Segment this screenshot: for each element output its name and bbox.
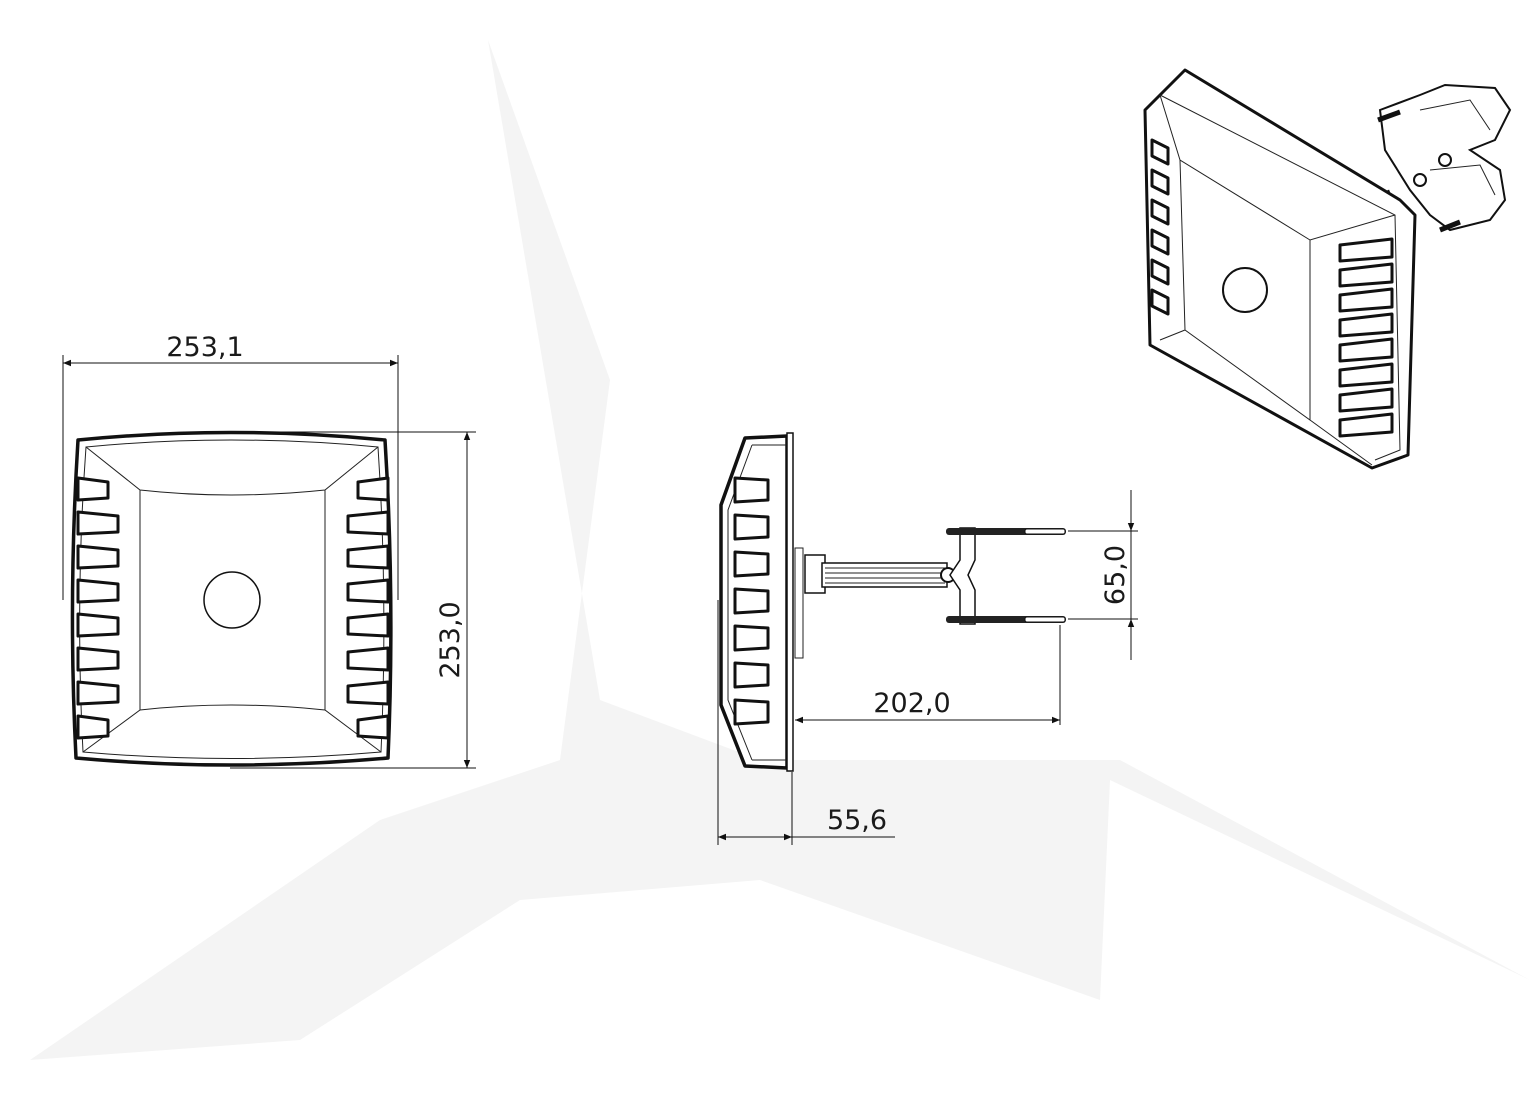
vent-slot [1338, 312, 1394, 338]
vent-slot [1150, 258, 1170, 286]
center-indicator-circle [203, 571, 261, 629]
vent-slot [1150, 228, 1170, 256]
vent-slot [733, 698, 770, 726]
side-view [719, 432, 1066, 772]
vent-slot [733, 661, 770, 689]
bolt-spacing-label: 65,0 [1100, 545, 1131, 605]
vent-slot [1150, 198, 1170, 226]
body-depth-label: 55,6 [827, 805, 887, 836]
vent-slot [76, 714, 110, 740]
vent-slot [76, 680, 120, 706]
vent-slot [76, 544, 120, 570]
vent-slot [733, 624, 770, 652]
vent-slot [1338, 262, 1394, 288]
front-view [70, 430, 393, 767]
watermark-logo [30, 40, 1530, 1060]
vent-slot [733, 587, 770, 615]
vent-slot [76, 510, 120, 536]
vent-slot [1150, 168, 1170, 196]
vent-slot [1338, 237, 1394, 263]
vent-slot [76, 646, 120, 672]
vent-slot [346, 612, 390, 638]
mount-depth-dimension: 202,0 [795, 625, 1061, 725]
body-depth-dimension: 55,6 [717, 600, 895, 845]
vent-slot [1150, 288, 1170, 316]
vent-slot [733, 476, 770, 504]
front-height-label: 253,0 [435, 601, 466, 678]
vent-slot [1338, 387, 1394, 413]
front-width-label: 253,1 [166, 332, 243, 363]
vent-slot [76, 578, 120, 604]
vent-slot [76, 612, 120, 638]
vent-slot [356, 476, 390, 502]
mount-depth-label: 202,0 [873, 688, 950, 719]
vent-slot [356, 714, 390, 740]
vent-slot [346, 578, 390, 604]
vent-slot [1338, 287, 1394, 313]
vent-slot [733, 513, 770, 541]
vent-slot [346, 544, 390, 570]
vent-slot [1150, 138, 1170, 166]
isometric-view [1143, 68, 1512, 470]
front-height-dimension: 253,0 [230, 431, 476, 769]
vent-slot [1338, 337, 1394, 363]
vent-slot [733, 550, 770, 578]
vent-slot [346, 646, 390, 672]
bolt-spacing-dimension: 65,0 [1068, 490, 1138, 660]
vent-slot [346, 680, 390, 706]
vent-slot [1338, 412, 1394, 438]
vent-slot [1338, 362, 1394, 388]
vent-slot [76, 476, 110, 502]
front-width-dimension: 253,1 [62, 332, 399, 600]
vent-slot [346, 510, 390, 536]
